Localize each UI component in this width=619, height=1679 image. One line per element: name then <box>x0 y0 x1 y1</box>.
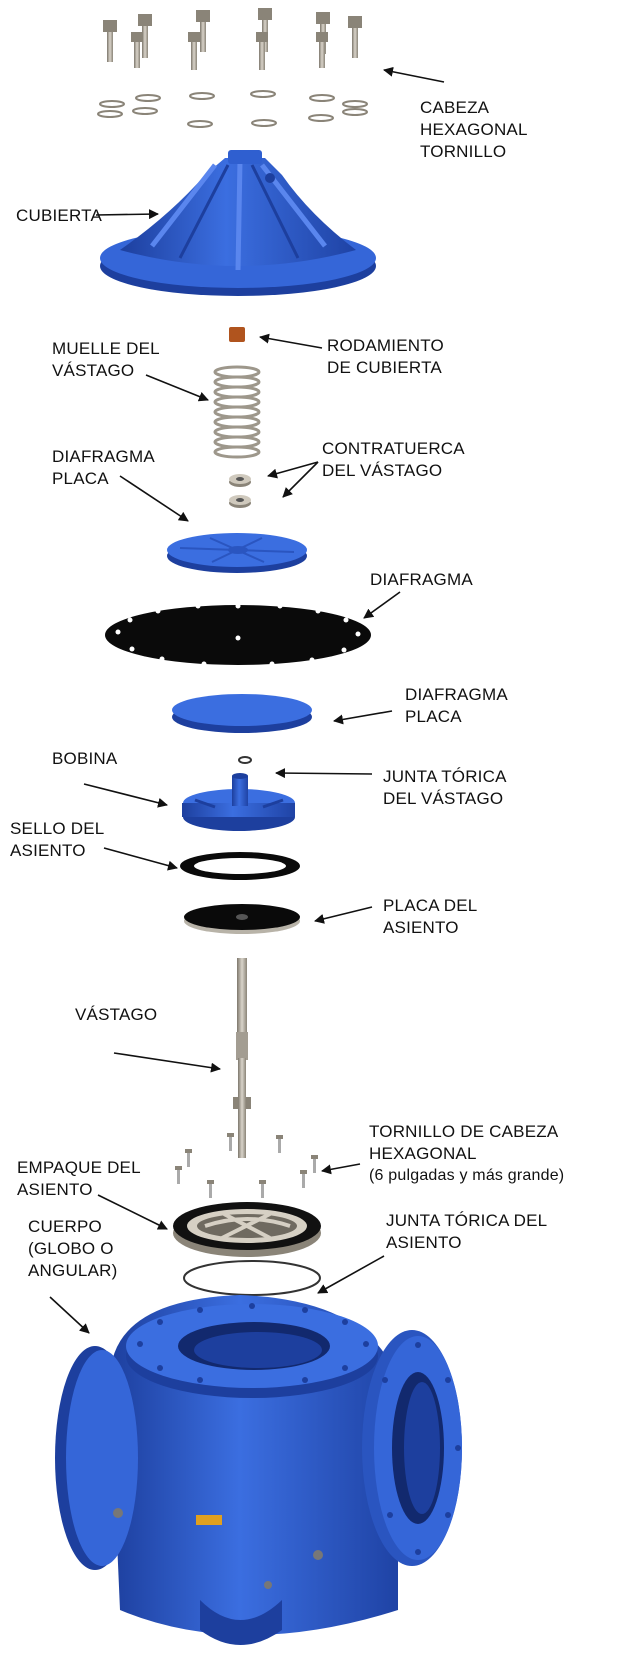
label-line: PLACA DEL <box>383 896 478 915</box>
arrow-stem-spring <box>145 374 209 402</box>
hex-bolt <box>256 32 268 70</box>
hex-bolt <box>131 32 143 68</box>
arrow-hex-bolt <box>383 66 445 83</box>
arrow-diaphragm-plate-upper <box>119 475 189 522</box>
diaphragm-part <box>105 603 371 667</box>
label-hex-screw: TORNILLO DE CABEZA HEXAGONAL (6 pulgadas… <box>369 1121 564 1187</box>
label-line: (6 pulgadas y más grande) <box>369 1167 565 1184</box>
label-line: RODAMIENTO <box>327 336 444 355</box>
leader-arrows <box>49 66 445 1334</box>
label-line: EMPAQUE DEL <box>17 1158 141 1177</box>
diaphragm-plate-upper-part <box>167 533 307 573</box>
arrow-cover <box>95 209 159 220</box>
hex-bolt <box>316 32 328 68</box>
label-hex-bolt: CABEZA HEXAGONAL TORNILLO <box>420 97 528 163</box>
label-line: MUELLE DEL <box>52 339 160 358</box>
arrow-body <box>49 1296 90 1334</box>
label-cover-bearing: RODAMIENTO DE CUBIERTA <box>327 335 444 379</box>
label-line: HEXAGONAL <box>369 1144 477 1163</box>
label-spool: BOBINA <box>52 748 117 770</box>
arrow-cover-bearing <box>259 333 323 349</box>
label-line: VÁSTAGO <box>52 361 135 380</box>
arrow-seat-seal <box>103 847 178 871</box>
label-line: CONTRATUERCA <box>322 439 465 458</box>
stem-part <box>233 958 251 1158</box>
diaphragm-plate-lower-part <box>172 694 312 733</box>
hex-screws <box>175 1133 318 1198</box>
arrow-seat-plate <box>314 906 373 924</box>
label-line: DIAFRAGMA <box>370 570 473 589</box>
label-seat-seal: SELLO DEL ASIENTO <box>10 818 104 862</box>
label-body: CUERPO (GLOBO O ANGULAR) <box>28 1216 117 1282</box>
label-line: ASIENTO <box>383 918 459 937</box>
label-stem-oring: JUNTA TÓRICA DEL VÁSTAGO <box>383 766 507 810</box>
label-line: PLACA <box>52 469 109 488</box>
label-line: JUNTA TÓRICA DEL <box>386 1211 548 1230</box>
washers <box>97 90 368 128</box>
label-line: CABEZA <box>420 98 490 117</box>
label-line: ASIENTO <box>386 1233 462 1252</box>
arrow-stem-locknut-2 <box>282 461 319 498</box>
hex-bolt <box>103 20 117 62</box>
label-diaphragm: DIAFRAGMA <box>370 569 473 591</box>
label-line: ASIENTO <box>17 1180 93 1199</box>
label-line: DEL VÁSTAGO <box>383 789 504 808</box>
stem-spring-part <box>213 365 261 459</box>
hex-bolt <box>196 10 210 52</box>
arrow-diaphragm <box>363 591 401 619</box>
arrow-diaphragm-plate-lower <box>333 710 393 725</box>
arrow-stem <box>113 1052 221 1073</box>
label-line: BOBINA <box>52 749 118 768</box>
stem-locknuts-part <box>229 474 251 508</box>
label-line: JUNTA TÓRICA <box>383 767 507 786</box>
arrow-spool <box>83 783 168 808</box>
seat-gasket-part <box>173 1202 321 1257</box>
label-line: PLACA <box>405 707 462 726</box>
label-line: DEL VÁSTAGO <box>322 461 443 480</box>
label-seat-gasket: EMPAQUE DEL ASIENTO <box>17 1157 141 1201</box>
hex-bolts <box>103 8 362 70</box>
seat-seal-part <box>180 852 300 880</box>
label-seat-plate: PLACA DEL ASIENTO <box>383 895 477 939</box>
arrow-stem-oring <box>275 768 373 779</box>
seat-plate-part <box>184 904 300 934</box>
arrow-seat-oring <box>317 1255 385 1294</box>
arrow-hex-screw <box>321 1163 361 1175</box>
cover-bearing-part <box>229 327 245 342</box>
label-line: DE CUBIERTA <box>327 358 442 377</box>
label-line: (GLOBO O <box>28 1239 114 1258</box>
label-line: ASIENTO <box>10 841 86 860</box>
label-diaphragm-plate-upper: DIAFRAGMA PLACA <box>52 446 155 490</box>
label-stem-spring: MUELLE DEL VÁSTAGO <box>52 338 160 382</box>
body-part <box>55 1295 462 1645</box>
label-line: HEXAGONAL <box>420 120 528 139</box>
label-line: CUBIERTA <box>16 206 102 225</box>
label-line: SELLO DEL <box>10 819 105 838</box>
label-diaphragm-plate-lower: DIAFRAGMA PLACA <box>405 684 508 728</box>
label-seat-oring: JUNTA TÓRICA DEL ASIENTO <box>386 1210 547 1254</box>
seat-oring-part <box>183 1260 321 1296</box>
arrow-seat-gasket <box>97 1194 168 1230</box>
label-line: DIAFRAGMA <box>405 685 508 704</box>
arrow-stem-locknut-1 <box>267 461 319 479</box>
stem-oring-part <box>238 756 252 764</box>
hex-bolt <box>188 32 200 70</box>
spool-part <box>182 773 295 831</box>
label-stem-locknut: CONTRATUERCA DEL VÁSTAGO <box>322 438 465 482</box>
label-line: ANGULAR) <box>28 1261 118 1280</box>
label-stem: VÁSTAGO <box>75 1004 157 1026</box>
label-line: DIAFRAGMA <box>52 447 155 466</box>
label-line: TORNILLO <box>420 142 507 161</box>
cover-part <box>100 150 376 296</box>
hex-bolt <box>348 16 362 58</box>
hex-bolt <box>138 14 152 58</box>
label-cover: CUBIERTA <box>16 205 102 227</box>
label-line: CUERPO <box>28 1217 102 1236</box>
label-line: VÁSTAGO <box>75 1005 158 1024</box>
label-line: TORNILLO DE CABEZA <box>369 1122 559 1141</box>
